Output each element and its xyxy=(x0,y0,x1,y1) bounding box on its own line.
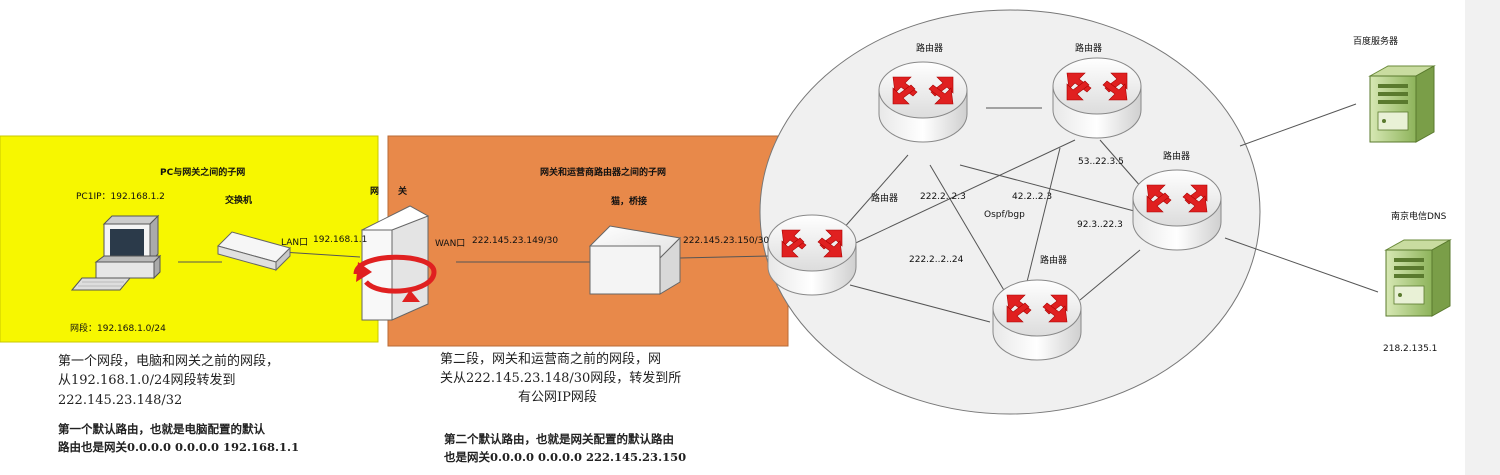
pc-subnet-title: PC与网关之间的子网 xyxy=(160,168,246,178)
ip-92-label: 92.3..22.3 xyxy=(1077,220,1123,230)
router-edge xyxy=(767,214,857,296)
right-scroll-rail xyxy=(1465,0,1500,475)
router-top-right-label: 路由器 xyxy=(1075,44,1103,54)
gateway-label-1: 网 xyxy=(370,187,380,197)
router-right xyxy=(1132,169,1222,251)
router-top-left-label: 路由器 xyxy=(916,44,944,54)
router-top-right xyxy=(1052,57,1142,139)
modem-label: 猫，桥接 xyxy=(611,197,648,207)
ip-222-a-label: 222.2..2.3 xyxy=(920,192,966,202)
isp-subnet-title: 网关和运营商路由器之间的子网 xyxy=(540,168,667,178)
router-right-label: 路由器 xyxy=(1163,152,1191,162)
segment2-caption-line1: 第二段，网关和运营商之前的网段，网 xyxy=(440,352,662,367)
connection-lines xyxy=(178,103,1379,323)
route2-caption-line1: 第二个默认路由，也就是网关配置的默认路由 xyxy=(444,432,674,446)
isp-subnet-zone xyxy=(387,135,789,347)
ip-222-b-label: 222.2..2..24 xyxy=(909,255,964,265)
switch-label: 交换机 xyxy=(225,196,253,206)
server-dns xyxy=(1385,239,1451,317)
dns-ip-label: 218.2.135.1 xyxy=(1383,344,1438,354)
gateway-label-2: 关 xyxy=(398,187,408,197)
lan-port-label: LAN口 xyxy=(281,238,309,248)
router-bottom-label: 路由器 xyxy=(1040,256,1068,266)
ip-53-label: 53..22.3.5 xyxy=(1078,157,1124,167)
segment2-caption-line2: 关从222.145.23.148/30网段，转发到所 xyxy=(440,371,682,386)
segment1-caption-line2: 从192.168.1.0/24网段转发到 xyxy=(58,373,236,388)
ospf-label: Ospf/bgp xyxy=(984,210,1025,220)
router-bottom xyxy=(992,279,1082,361)
switch-icon xyxy=(217,231,291,272)
lan-ip-label: 192.168.1.1 xyxy=(313,235,368,245)
modem-icon xyxy=(588,225,682,295)
baidu-server-label: 百度服务器 xyxy=(1353,37,1399,47)
isp-edge-ip-label: 222.145.23.150/30 xyxy=(683,236,770,246)
segment1-caption-line1: 第一个网段，电脑和网关之前的网段， xyxy=(58,354,280,369)
wan-port-label: WAN口 xyxy=(435,239,466,249)
pc-subnet-zone xyxy=(0,135,379,343)
pc-segment-label: 网段：192.168.1.0/24 xyxy=(70,324,166,334)
ip-42-label: 42.2..2.3 xyxy=(1012,192,1053,202)
route1-caption-line2: 路由也是网关0.0.0.0 0.0.0.0 192.168.1.1 xyxy=(58,440,300,454)
wan-ip-label: 222.145.23.149/30 xyxy=(472,236,559,246)
gateway-icon xyxy=(353,205,437,321)
router-left-label: 路由器 xyxy=(871,194,899,204)
server-baidu xyxy=(1369,65,1435,143)
segment2-caption-line3: 有公网IP网段 xyxy=(518,390,597,405)
pc-ip-label: PC1IP：192.168.1.2 xyxy=(76,192,165,202)
router-top-left xyxy=(878,61,968,143)
route1-caption-line1: 第一个默认路由，也就是电脑配置的默认 xyxy=(58,422,265,436)
pc-icon xyxy=(70,214,162,291)
route2-caption-line2: 也是网关0.0.0.0 0.0.0.0 222.145.23.150 xyxy=(444,450,687,464)
dns-server-label: 南京电信DNS xyxy=(1391,212,1447,222)
segment1-caption-line3: 222.145.23.148/32 xyxy=(58,393,183,408)
